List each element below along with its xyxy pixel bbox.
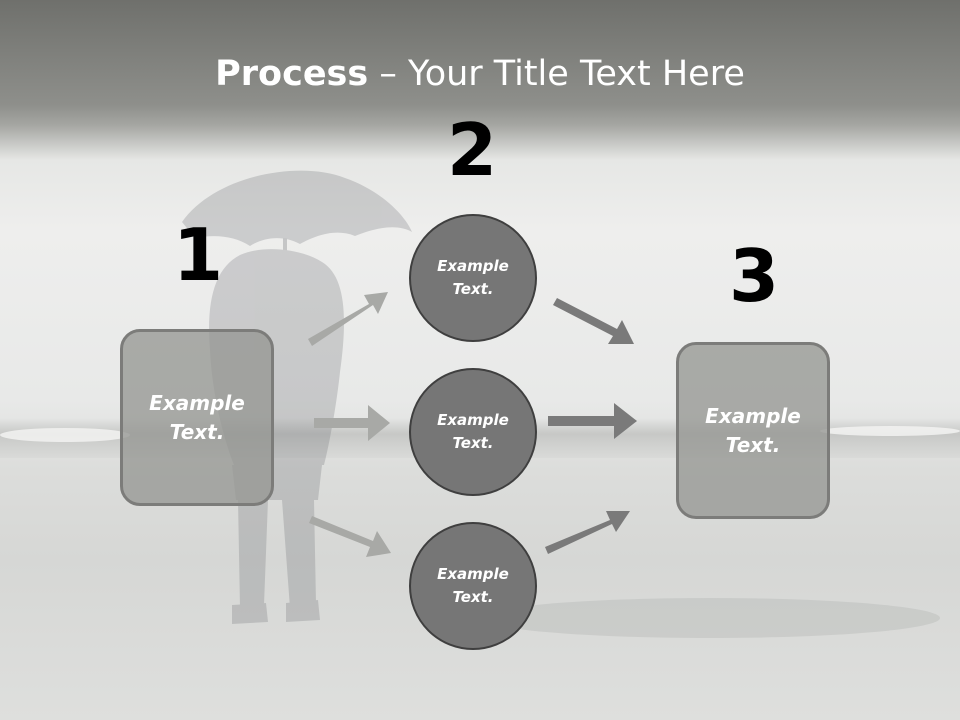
arrow-box1-to-circle-bottom [309,516,391,557]
circle-top-label: Example Text. [437,257,509,298]
arrow-box1-to-circle-middle [314,405,390,441]
step-3-label: Example Text. [705,403,801,457]
wave [820,426,960,436]
circle-middle: Example Text. [409,368,537,496]
step-1-box: Example Text. [120,329,274,506]
arrow-box1-to-circle-top [308,292,388,346]
title-bold: Process [215,54,369,94]
circle-bottom: Example Text. [409,522,537,650]
step-1-label: Example Text. [149,390,245,444]
step-number-3: 3 [728,234,780,318]
sand-shadow [480,598,940,638]
arrow-circle-middle-to-box3 [548,403,637,439]
circle-bottom-label: Example Text. [437,565,509,606]
slide-title: Process – Your Title Text Here [0,52,960,96]
step-number-2: 2 [446,108,498,192]
circle-top: Example Text. [409,214,537,342]
step-3-box: Example Text. [676,342,830,519]
title-rest: – Your Title Text Here [368,54,745,94]
wave [0,428,130,442]
circle-middle-label: Example Text. [437,411,509,452]
step-number-1: 1 [172,213,224,297]
arrow-circle-top-to-box3 [553,298,634,344]
arrow-circle-bottom-to-box3 [545,511,630,554]
